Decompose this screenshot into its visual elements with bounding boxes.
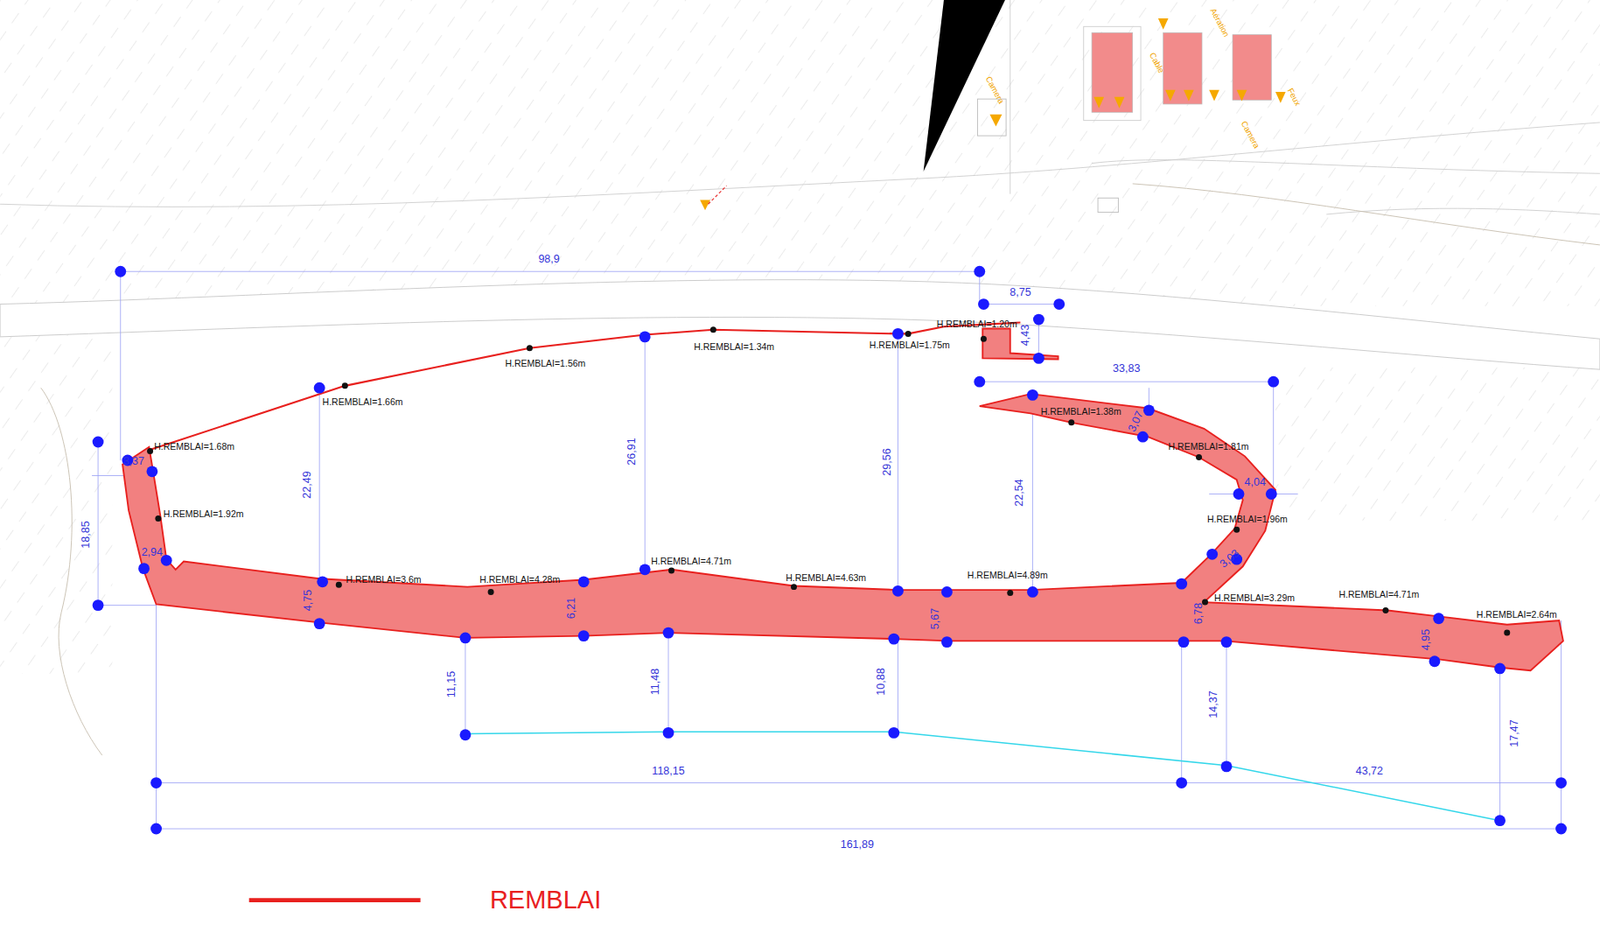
dimension: 29,56 — [881, 448, 895, 476]
dimension: 3,07 — [1126, 409, 1147, 434]
fill-height: H.REMBLAI=4.71m — [1338, 589, 1419, 601]
fill-height: H.REMBLAI=4.28m — [479, 574, 560, 586]
fill-height: H.REMBLAI=1.81m — [1168, 441, 1250, 453]
remblai-area — [122, 322, 1564, 671]
equipment-tag: Cable — [1146, 51, 1166, 76]
dimension: 2,94 — [141, 546, 163, 559]
dimension: 4,75 — [303, 589, 316, 611]
dimension: 11,15 — [446, 670, 459, 697]
dimension: 14,37 — [1208, 690, 1221, 718]
dimension: 33,83 — [1112, 363, 1140, 376]
dimension: 22,54 — [1014, 479, 1028, 507]
fill-height: H.REMBLAI=4.89m — [967, 570, 1049, 581]
equipment-tag: Camera — [984, 74, 1007, 105]
dimension-lines — [91, 271, 1561, 829]
fill-height: H.REMBLAI=1.68m — [153, 441, 235, 453]
dimension: 6,78 — [1193, 602, 1206, 624]
legend-text: REMBLAI — [489, 886, 601, 915]
fill-height: H.REMBLAI=1.56m — [504, 359, 586, 371]
dimension-points — [92, 265, 1567, 835]
dimension: 18,85 — [80, 521, 93, 549]
dimension: 4,95 — [1420, 628, 1433, 650]
dimension: 98,9 — [537, 254, 559, 267]
fill-height: H.REMBLAI=1.38m — [1041, 406, 1122, 418]
dimension: 118,15 — [651, 765, 685, 778]
dimension: 161,89 — [840, 838, 874, 852]
fill-height: H.REMBLAI=4.63m — [785, 573, 867, 585]
fill-height: H.REMBLAI=1.66m — [322, 397, 404, 408]
dimension: 22,49 — [301, 470, 315, 498]
fill-height: H.REMBLAI=3.29m — [1214, 593, 1295, 604]
dimension: 26,91 — [626, 437, 639, 465]
toe-line — [465, 731, 1501, 820]
dimension: 11,48 — [649, 668, 663, 695]
dimension: 8,75 — [1009, 286, 1031, 300]
dimension: 10,88 — [875, 668, 888, 696]
dimension: 5,67 — [929, 607, 943, 629]
equipment-tag: Aération — [1208, 6, 1231, 39]
survey-points — [146, 326, 1510, 636]
legend-line — [249, 897, 421, 902]
terrain — [0, 0, 1600, 755]
dimension: 3,37 — [123, 456, 145, 469]
fill-height: H.REMBLAI=4.71m — [650, 556, 732, 567]
black-wedge — [923, 0, 1006, 172]
dimension: 17,47 — [1509, 719, 1522, 747]
equipment-tag: Camera — [1238, 119, 1261, 151]
fill-height: H.REMBLAI=1.20m — [936, 319, 1018, 330]
dimension: 3,03 — [1217, 547, 1242, 571]
fill-height: H.REMBLAI=1.34m — [693, 342, 775, 353]
fill-height: H.REMBLAI=2.64m — [1476, 610, 1558, 622]
fill-height: H.REMBLAI=1.92m — [163, 509, 245, 520]
equipment-tag: Feux — [1285, 86, 1302, 108]
dimension: 43,72 — [1355, 765, 1384, 778]
fill-height: H.REMBLAI=1.75m — [869, 341, 951, 352]
fill-height: H.REMBLAI=3.6m — [345, 574, 421, 586]
dimension: 4,43 — [1020, 323, 1034, 345]
equipment — [699, 18, 1286, 210]
dimension: 6,21 — [566, 597, 580, 619]
fill-height: H.REMBLAI=1.96m — [1207, 514, 1288, 525]
dimension: 4,04 — [1244, 476, 1266, 490]
